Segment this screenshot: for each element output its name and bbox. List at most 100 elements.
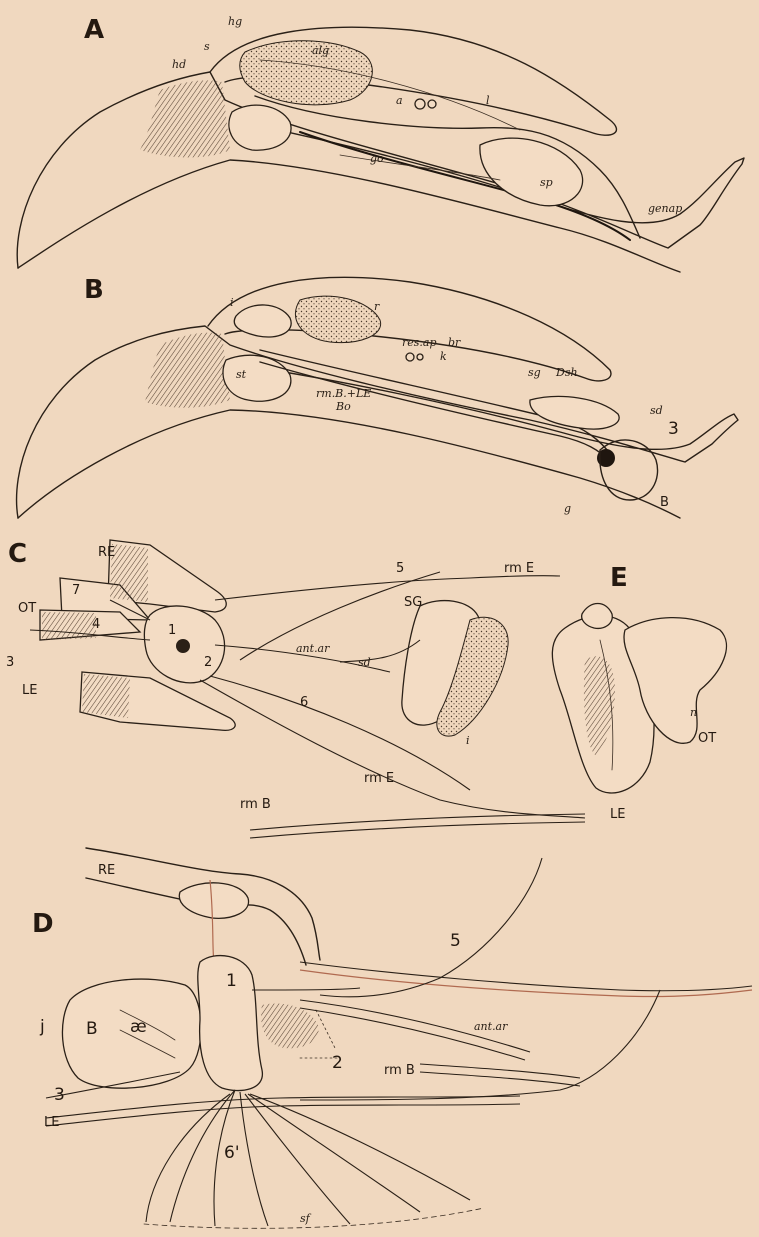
panel-d-label: 6' [224, 1143, 240, 1163]
panel-e: E OT LE n [552, 563, 726, 822]
panel-b-salivary-gland [530, 396, 619, 429]
panel-c-label: OT [18, 601, 36, 616]
panel-e-label: n [690, 706, 697, 719]
panel-c-label: 7 [72, 583, 80, 598]
panel-d-letter: D [32, 909, 54, 939]
panel-d-label: LE [44, 1115, 59, 1130]
panel-a-label: a [396, 94, 403, 107]
panel-a-sac [229, 105, 291, 150]
panel-b-organ-dot-1 [406, 353, 414, 361]
panel-b-label: rm.B.+LE [316, 387, 371, 400]
panel-d-label: rm B [384, 1063, 415, 1078]
panel-d-ganglion-hatch [261, 1004, 318, 1049]
panel-b-label: 3 [668, 419, 679, 439]
panel-d-nerve-5 [300, 962, 752, 991]
panel-d-fan-6 [250, 1094, 470, 1200]
panel-c-label: rm B [240, 797, 271, 812]
panel-b-label: res.ap [402, 336, 437, 349]
panel-e-label: OT [698, 731, 716, 746]
panel-c-label: 1 [168, 623, 176, 638]
panel-b-label: k [440, 350, 447, 363]
panel-c-label: ant.ar [296, 642, 330, 655]
panel-d-label: 5 [450, 931, 461, 951]
panel-c-label: SG [404, 595, 422, 610]
panel-a-label: hd [172, 58, 186, 71]
panel-a-letter: A [84, 15, 104, 45]
panel-d-label: RE [98, 863, 115, 878]
panel-d-sf-dashed [144, 1208, 484, 1228]
panel-a-label: go [370, 152, 384, 165]
panel-b-label: B [660, 495, 669, 510]
panel-a-organ-dot-1 [415, 99, 425, 109]
panel-d-ganglion-connector [252, 988, 360, 990]
panel-b-digestive-gland [295, 296, 380, 342]
panel-b-label: sd [650, 404, 663, 417]
panel-c: C RE 5 rm E 7 4 OT 3 LE 1 2 [6, 539, 585, 838]
panel-b-label: st [236, 368, 247, 381]
panel-c-letter: C [8, 539, 27, 569]
panel-b-label: Dsh [555, 366, 578, 379]
panel-b-label: r [374, 300, 380, 313]
panel-d-label: 2 [332, 1053, 343, 1073]
panel-a-label: genap [648, 202, 682, 215]
panel-e-letter: E [610, 563, 628, 593]
panel-a-inner-line-2 [340, 155, 500, 180]
panel-c-label: RE [98, 545, 115, 560]
panel-e-top-knob [582, 604, 613, 629]
panel-d-fan-5 [248, 1094, 420, 1212]
panel-b-body-outline [17, 326, 738, 518]
panel-a-mantle-shading [140, 80, 230, 157]
panel-a-label: s [204, 40, 210, 53]
panel-c-label: 3 [6, 655, 14, 670]
panel-a-label: l [486, 94, 490, 107]
panel-b-buccal-mass [600, 440, 658, 500]
panel-c-label: 4 [92, 617, 100, 632]
panel-d-nerve-5-red [300, 970, 752, 997]
panel-b: B i r st res.ap br k rm.B.+LE Bo sg Dsh … [17, 275, 738, 518]
panel-b-stomach [223, 355, 291, 401]
panel-a: A hg s hd alg a l go sp genap [17, 15, 744, 272]
panel-d-right-loop [300, 990, 660, 1100]
panel-d-label: æ [130, 1017, 147, 1037]
panel-c-nerve-5 [215, 576, 560, 600]
panel-a-spermatheca [480, 138, 583, 206]
panel-d-rm-b-2 [420, 1072, 580, 1086]
panel-b-label: i [230, 296, 234, 309]
panel-c-label: 6 [300, 695, 308, 710]
panel-c-label: rm E [504, 561, 534, 576]
panel-d-label: ant.ar [474, 1020, 508, 1033]
panel-d-dotted-2b [316, 1010, 336, 1050]
panel-a-label: alg [312, 44, 329, 57]
panel-b-label: g [564, 502, 571, 515]
panel-a-gut [255, 96, 640, 238]
panel-c-ganglion-core [176, 639, 190, 653]
panel-b-organ-dot-2 [417, 354, 423, 360]
panel-d-re-swelling [179, 883, 248, 918]
panel-d-label: 1 [226, 971, 237, 991]
panel-c-label: sd [358, 656, 371, 669]
panel-d-label: B [86, 1019, 98, 1039]
panel-b-loop [234, 305, 291, 337]
panel-b-label: sg [528, 366, 541, 379]
panel-c-label: LE [22, 683, 37, 698]
panel-c-label: rm E [364, 771, 394, 786]
panel-a-body-outline [17, 72, 744, 268]
panel-c-label: i [466, 734, 470, 747]
panel-e-label: LE [610, 807, 625, 822]
panel-d-label: 3 [54, 1085, 65, 1105]
panel-d-long-curve [320, 858, 542, 997]
panel-c-bundle-hatch-3 [82, 674, 130, 718]
panel-b-label: br [448, 336, 461, 349]
panel-a-organ-dot-2 [428, 100, 436, 108]
panel-d-fan-3 [240, 1092, 268, 1226]
panel-d-label: j [39, 1017, 45, 1037]
panel-b-mantle-shading [145, 333, 230, 408]
panel-a-label: sp [540, 176, 553, 189]
panel-a-label: hg [228, 15, 242, 28]
panel-b-letter: B [84, 275, 104, 305]
panel-d-rm-b [420, 1064, 580, 1078]
panel-c-bundle-hatch-1 [110, 544, 148, 602]
panel-d-label: sf [300, 1212, 312, 1225]
panel-c-rmb [250, 814, 585, 830]
